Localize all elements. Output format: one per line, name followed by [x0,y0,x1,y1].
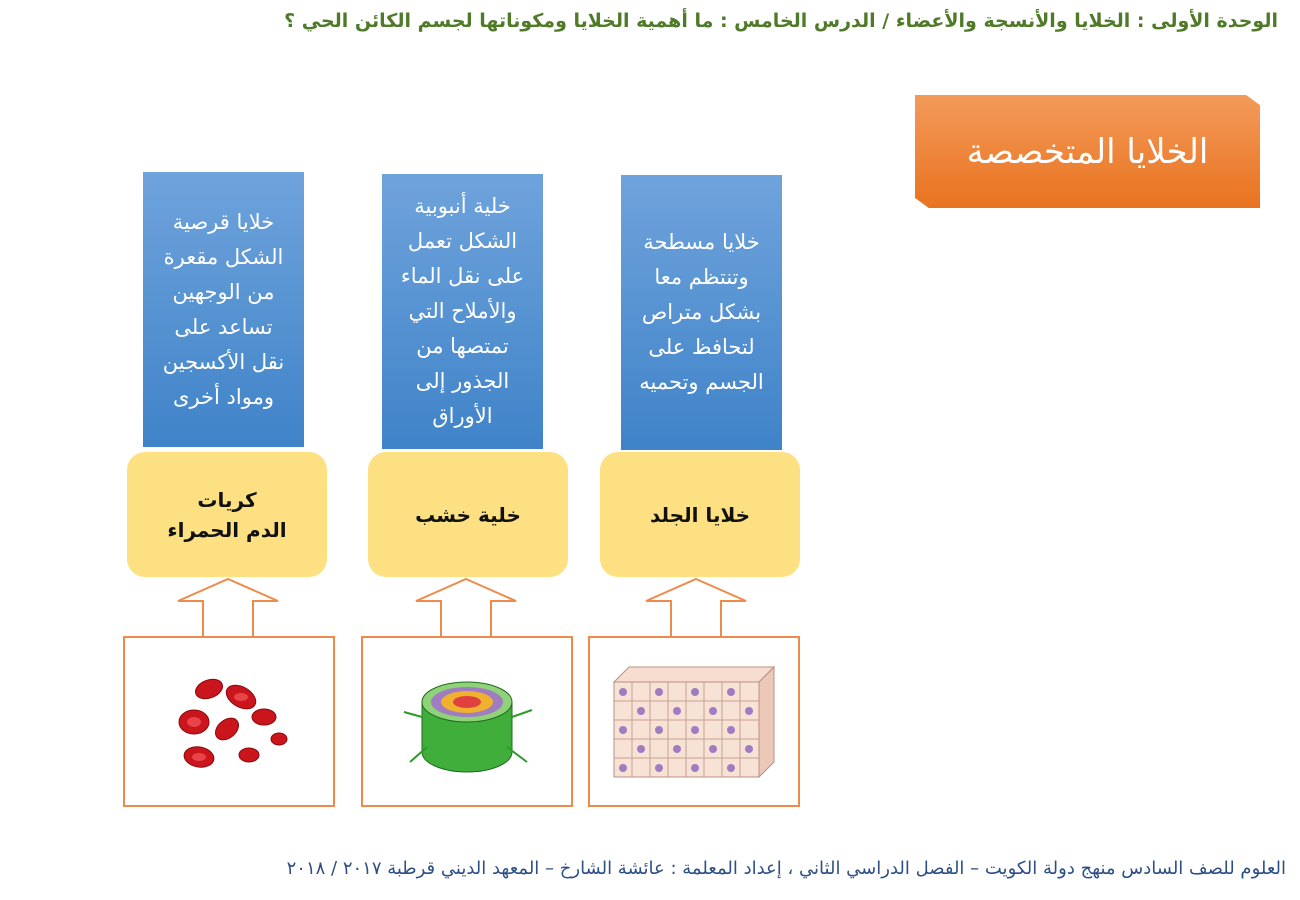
up-arrow-icon [415,577,517,637]
xylem-description: خلية أنبوبية الشكل تعمل على نقل الماء وا… [382,174,543,449]
up-arrow-icon [645,577,747,637]
title-label: الخلايا المتخصصة [966,131,1209,172]
up-arrow-icon [177,577,279,637]
skin-tissue-image [588,636,800,807]
red-blood-cells-image [123,636,335,807]
xylem-stem-image [361,636,573,807]
stem-cross-section-icon [403,681,533,772]
rbc-description: خلايا قرصية الشكل مقعرة من الوجهين تساعد… [143,172,304,447]
rbc-label: كريات الدم الحمراء [127,452,327,577]
skin-tissue-icon [612,665,776,778]
xylem-label: خلية خشب [368,452,568,577]
slide-header: الوحدة الأولى : الخلايا والأنسجة والأعضا… [284,10,1278,32]
title-box: الخلايا المتخصصة [915,95,1260,208]
red-blood-cells-icon [178,678,288,768]
skin-description: خلايا مسطحة وتنتظم معا بشكل متراص لتحافظ… [621,175,782,450]
skin-label: خلايا الجلد [600,452,800,577]
slide-footer: العلوم للصف السادس منهج دولة الكويت – ال… [286,858,1286,879]
